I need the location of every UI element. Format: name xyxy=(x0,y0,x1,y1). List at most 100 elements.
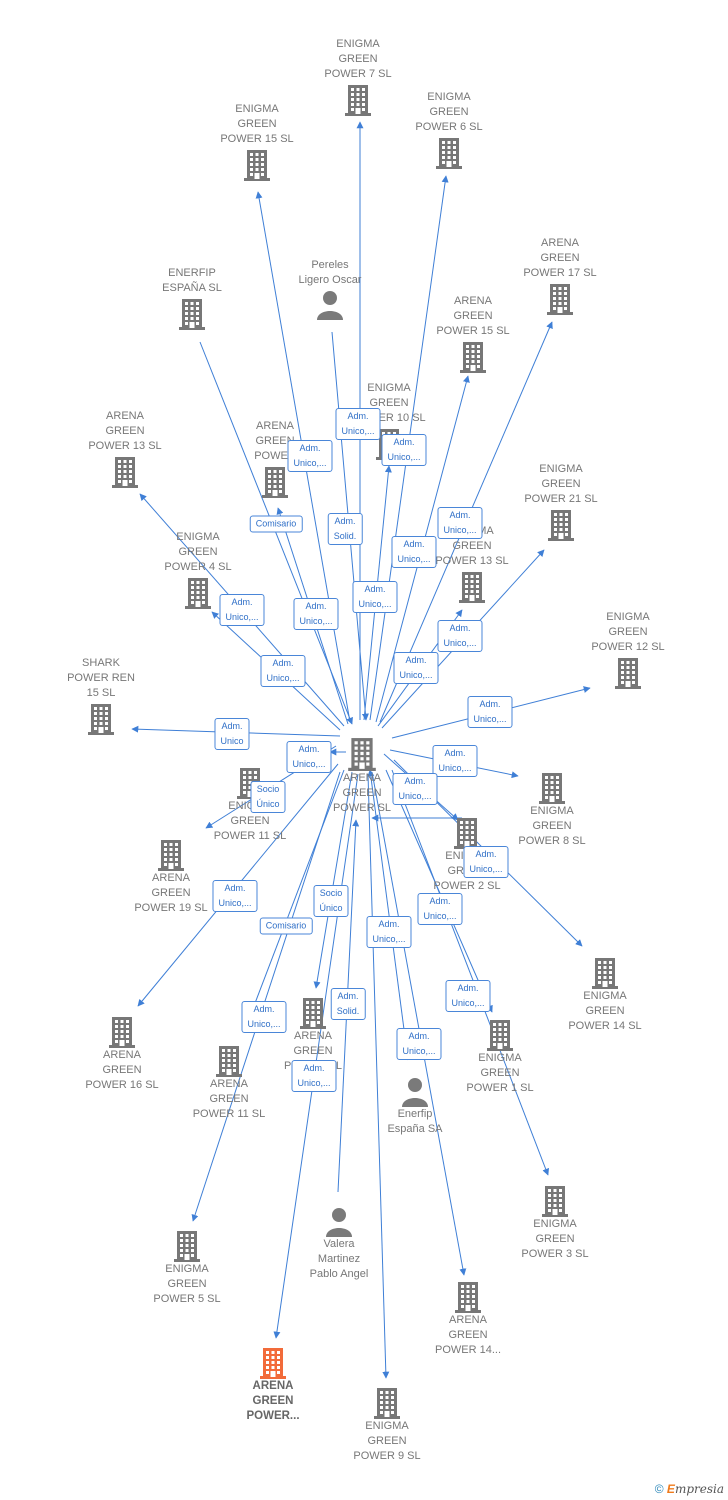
person-icon xyxy=(402,1078,428,1107)
building-icon xyxy=(417,571,527,603)
node-agmain[interactable]: ARENA GREEN POWER... xyxy=(218,1345,328,1424)
node-label: ARENA GREEN POWER 17 SL xyxy=(523,237,597,279)
node-ep15[interactable]: ENIGMA GREEN POWER 15 SL xyxy=(202,102,312,181)
edge-enerfipsl-center xyxy=(199,341,353,725)
building-icon xyxy=(592,958,618,989)
node-shark[interactable]: SHARK POWER REN 15 SL xyxy=(46,656,156,735)
building-icon xyxy=(260,1348,286,1379)
relation-label[interactable]: Adm. Unico,... xyxy=(381,434,427,466)
relation-label[interactable]: Adm. Unico,... xyxy=(219,594,265,626)
node-label: ENIGMA GREEN POWER 15 SL xyxy=(220,103,294,145)
building-icon xyxy=(394,137,504,169)
node-label: ENERFIP ESPAÑA SL xyxy=(162,267,222,294)
node-valera[interactable]: Valera Martinez Pablo Angel xyxy=(284,1205,394,1282)
relation-label[interactable]: Adm. Unico,... xyxy=(467,696,513,728)
node-label: ENIGMA GREEN POWER 6 SL xyxy=(415,91,483,133)
building-icon xyxy=(547,284,573,315)
node-ag11[interactable]: ARENA GREEN POWER 11 SL xyxy=(174,1043,284,1122)
relation-label[interactable]: Comisario xyxy=(259,917,313,935)
relation-label[interactable]: Adm. Unico,... xyxy=(352,581,398,613)
node-ag13[interactable]: ARENA GREEN POWER 13 SL xyxy=(70,409,180,488)
node-ep4[interactable]: ENIGMA GREEN POWER 4 SL xyxy=(143,530,253,609)
relation-label[interactable]: Adm. Unico,... xyxy=(287,440,333,472)
relation-label[interactable]: Adm. Unico,... xyxy=(291,1060,337,1092)
relation-label[interactable]: Adm. Unico,... xyxy=(445,980,491,1012)
relation-label[interactable]: Adm. Unico,... xyxy=(437,620,483,652)
node-label: ARENA GREEN POWER 13 SL xyxy=(88,410,162,452)
relation-label[interactable]: Adm. Unico,... xyxy=(241,1001,287,1033)
node-ep13[interactable]: ENIGMA GREEN POWER 13 SL xyxy=(417,524,527,603)
relation-label[interactable]: Adm. Unico,... xyxy=(432,745,478,777)
node-ep1[interactable]: ENIGMA GREEN POWER 1 SL xyxy=(445,1017,555,1096)
node-ep7[interactable]: ENIGMA GREEN POWER 7 SL xyxy=(303,37,413,116)
relation-label[interactable]: Adm. Unico,... xyxy=(396,1028,442,1060)
relation-label[interactable]: Adm. Solid. xyxy=(330,988,366,1020)
node-label: ARENA GREEN POWER xyxy=(254,420,296,462)
node-ag16[interactable]: ARENA GREEN POWER 16 SL xyxy=(67,1014,177,1093)
relation-label[interactable]: Adm. Unico,... xyxy=(391,536,437,568)
building-icon xyxy=(158,840,184,871)
relation-label[interactable]: Adm. Unico,... xyxy=(212,880,258,912)
node-ag14[interactable]: ARENA GREEN POWER 14... xyxy=(413,1279,523,1358)
building-icon xyxy=(216,1046,242,1077)
relation-label[interactable]: Adm. Unico,... xyxy=(437,507,483,539)
building-icon xyxy=(506,509,616,541)
node-center[interactable]: ARENA GREEN POWER SL xyxy=(307,735,417,816)
building-icon xyxy=(88,704,114,735)
node-ag17[interactable]: ARENA GREEN POWER 17 SL xyxy=(505,236,615,315)
node-ag15[interactable]: ARENA GREEN POWER 15 SL xyxy=(418,294,528,373)
footer-brand[interactable]: © Empresia xyxy=(655,1482,724,1496)
node-label: ENIGMA GREEN POWER 5 SL xyxy=(153,1263,221,1305)
relation-label[interactable]: Adm. Unico,... xyxy=(366,916,412,948)
node-agx[interactable]: ARENA GREEN POWER xyxy=(220,419,330,498)
building-icon xyxy=(303,84,413,116)
node-label: Pereles Ligero Oscar xyxy=(298,259,362,286)
relation-label[interactable]: Comisario xyxy=(249,515,303,533)
node-ep21[interactable]: ENIGMA GREEN POWER 21 SL xyxy=(506,462,616,541)
node-ep6[interactable]: ENIGMA GREEN POWER 6 SL xyxy=(394,90,504,169)
building-icon xyxy=(412,817,522,849)
relation-label[interactable]: Adm. Unico,... xyxy=(393,652,439,684)
node-ep12[interactable]: ENIGMA GREEN POWER 12 SL xyxy=(573,610,683,689)
building-icon xyxy=(505,283,615,315)
node-label: ENIGMA GREEN POWER 21 SL xyxy=(524,463,598,505)
relation-label[interactable]: Adm. Solid. xyxy=(327,513,363,545)
node-label: SHARK POWER REN 15 SL xyxy=(67,657,135,699)
node-enerfipsa[interactable]: Enerfip España SA xyxy=(360,1075,470,1137)
building-icon xyxy=(345,85,371,116)
relation-label[interactable]: Adm. Unico,... xyxy=(335,408,381,440)
node-label: ENIGMA GREEN POWER 1 SL xyxy=(466,1052,534,1094)
relation-label[interactable]: Adm. Unico,... xyxy=(260,655,306,687)
building-icon xyxy=(348,738,376,771)
building-icon xyxy=(374,1388,400,1419)
relation-label[interactable]: Adm. Unico,... xyxy=(392,773,438,805)
building-icon xyxy=(436,138,462,169)
relation-label[interactable]: Adm. Unico,... xyxy=(286,741,332,773)
node-ep14[interactable]: ENIGMA GREEN POWER 14 SL xyxy=(550,955,660,1034)
node-ep9[interactable]: ENIGMA GREEN POWER 9 SL xyxy=(332,1385,442,1464)
building-icon xyxy=(132,1230,242,1262)
building-icon xyxy=(262,467,288,498)
building-icon xyxy=(615,658,641,689)
relation-label[interactable]: Adm. Unico xyxy=(214,718,250,750)
node-label: ARENA GREEN POWER 14... xyxy=(434,1314,502,1356)
building-icon xyxy=(202,149,312,181)
relation-label[interactable]: Adm. Unico,... xyxy=(463,846,509,878)
building-icon xyxy=(179,299,205,330)
node-ep8[interactable]: ENIGMA GREEN POWER 8 SL xyxy=(497,770,607,849)
node-label: ENIGMA GREEN POWER 4 SL xyxy=(164,531,232,573)
building-icon xyxy=(445,1019,555,1051)
node-enerfipsl[interactable]: ENERFIP ESPAÑA SL xyxy=(137,266,247,330)
building-icon xyxy=(542,1186,568,1217)
node-ag19[interactable]: ARENA GREEN POWER 19 SL xyxy=(116,837,226,916)
relation-label[interactable]: Adm. Unico,... xyxy=(293,598,339,630)
building-icon xyxy=(46,703,156,735)
node-label: ENIGMA GREEN POWER 11 SL xyxy=(213,800,287,842)
relation-label[interactable]: Socio Único xyxy=(313,885,349,917)
relation-label[interactable]: Socio Único xyxy=(250,781,286,813)
node-pereles[interactable]: Pereles Ligero Oscar xyxy=(275,258,385,320)
building-icon xyxy=(454,818,480,849)
node-ep5[interactable]: ENIGMA GREEN POWER 5 SL xyxy=(132,1228,242,1307)
relation-label[interactable]: Adm. Unico,... xyxy=(417,893,463,925)
node-ep3[interactable]: ENIGMA GREEN POWER 3 SL xyxy=(500,1183,610,1262)
